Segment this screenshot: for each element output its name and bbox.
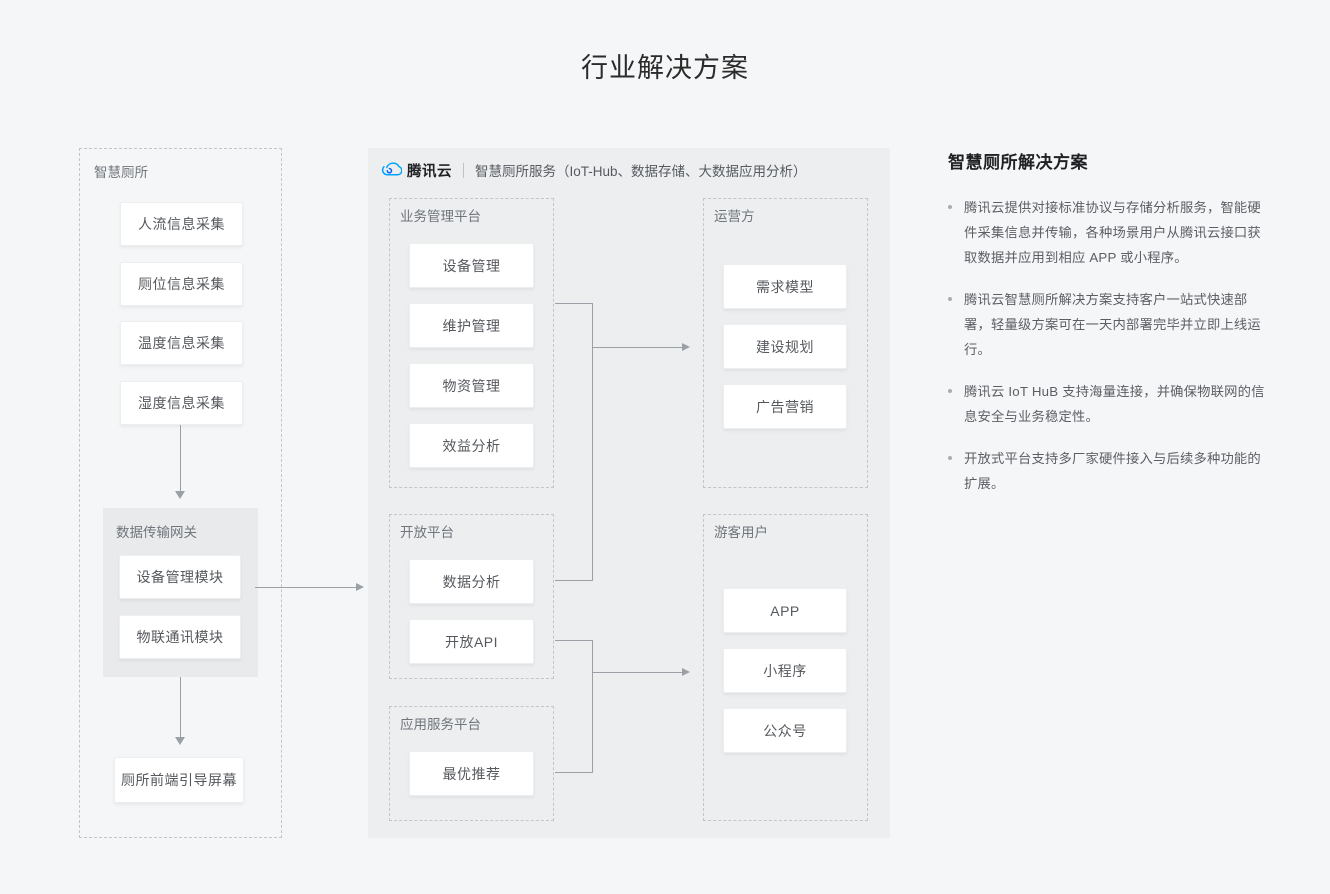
node-official-account[interactable]: 公众号 bbox=[723, 708, 847, 753]
cloud-panel-header: 腾讯云 智慧厕所服务（IoT-Hub、数据存储、大数据应用分析） bbox=[381, 159, 807, 181]
connector-lower-bracket-vertical bbox=[592, 640, 593, 772]
info-bullet-text: 开放式平台支持多厂家硬件接入与后续多种功能的扩展。 bbox=[964, 451, 1261, 491]
gateway-label: 数据传输网关 bbox=[116, 525, 197, 540]
connector-upper-bracket-bottom bbox=[555, 580, 593, 581]
connector-to-operator-line bbox=[592, 347, 684, 348]
gateway-node-device-management[interactable]: 设备管理模块 bbox=[119, 555, 241, 599]
info-bullet-item: 腾讯云智慧厕所解决方案支持客户一站式快速部署，轻量级方案可在一天内部署完毕并立即… bbox=[948, 287, 1268, 362]
connector-sensors-to-gateway-line bbox=[180, 425, 181, 493]
cloud-service-subtitle: 智慧厕所服务（IoT-Hub、数据存储、大数据应用分析） bbox=[475, 164, 807, 179]
group-business-platform bbox=[389, 198, 554, 488]
info-bullet-item: 腾讯云提供对接标准协议与存储分析服务，智能硬件采集信息并传输，各种场景用户从腾讯… bbox=[948, 195, 1268, 270]
node-construction-planning[interactable]: 建设规划 bbox=[723, 324, 847, 369]
node-benefit-analysis[interactable]: 效益分析 bbox=[409, 423, 534, 468]
node-data-analysis[interactable]: 数据分析 bbox=[409, 559, 534, 604]
bullet-dot-icon bbox=[948, 456, 952, 460]
info-bullet-item: 腾讯云 IoT HuB 支持海量连接，并确保物联网的信息安全与业务稳定性。 bbox=[948, 379, 1268, 429]
connector-lower-bracket-top bbox=[555, 640, 593, 641]
tencent-cloud-icon bbox=[381, 161, 402, 175]
info-panel-title: 智慧厕所解决方案 bbox=[948, 153, 1088, 172]
group-business-platform-label: 业务管理平台 bbox=[400, 209, 481, 224]
sensor-node-stall[interactable]: 厕位信息采集 bbox=[120, 262, 243, 306]
node-app[interactable]: APP bbox=[723, 588, 847, 633]
connector-to-visitors-arrow bbox=[682, 668, 690, 676]
group-visitor-users-label: 游客用户 bbox=[714, 525, 768, 540]
group-open-platform-label: 开放平台 bbox=[400, 525, 454, 540]
info-bullet-text: 腾讯云智慧厕所解决方案支持客户一站式快速部署，轻量级方案可在一天内部署完毕并立即… bbox=[964, 292, 1261, 357]
sensor-node-people-flow[interactable]: 人流信息采集 bbox=[120, 202, 243, 246]
bullet-dot-icon bbox=[948, 389, 952, 393]
terminal-node-guide-screen[interactable]: 厕所前端引导屏幕 bbox=[114, 757, 244, 803]
node-maintenance-management[interactable]: 维护管理 bbox=[409, 303, 534, 348]
info-bullet-item: 开放式平台支持多厂家硬件接入与后续多种功能的扩展。 bbox=[948, 446, 1268, 496]
group-operator-label: 运营方 bbox=[714, 209, 755, 224]
connector-gateway-to-terminal-line bbox=[180, 677, 181, 739]
group-app-service-platform-label: 应用服务平台 bbox=[400, 717, 481, 732]
sensor-node-humidity[interactable]: 湿度信息采集 bbox=[120, 381, 243, 425]
connector-gateway-to-cloud-line bbox=[255, 587, 359, 588]
node-mini-program[interactable]: 小程序 bbox=[723, 648, 847, 693]
page-title: 行业解决方案 bbox=[581, 53, 749, 83]
info-bullet-list: 腾讯云提供对接标准协议与存储分析服务，智能硬件采集信息并传输，各种场景用户从腾讯… bbox=[948, 195, 1268, 496]
connector-sensors-to-gateway-arrow bbox=[175, 491, 185, 499]
bullet-dot-icon bbox=[948, 205, 952, 209]
group-open-platform bbox=[389, 514, 554, 679]
connector-gateway-to-terminal-arrow bbox=[175, 737, 185, 745]
group-visitor-users bbox=[703, 514, 868, 821]
connector-gateway-to-cloud-arrow bbox=[356, 583, 364, 591]
node-device-management[interactable]: 设备管理 bbox=[409, 243, 534, 288]
gateway-node-iot-communication[interactable]: 物联通讯模块 bbox=[119, 615, 241, 659]
node-advertising-marketing[interactable]: 广告营销 bbox=[723, 384, 847, 429]
left-zone-label: 智慧厕所 bbox=[94, 165, 148, 180]
connector-lower-bracket-bottom bbox=[555, 772, 593, 773]
connector-upper-bracket-top bbox=[555, 303, 593, 304]
left-zone-container bbox=[79, 148, 282, 838]
info-bullet-text: 腾讯云提供对接标准协议与存储分析服务，智能硬件采集信息并传输，各种场景用户从腾讯… bbox=[964, 200, 1261, 265]
node-demand-model[interactable]: 需求模型 bbox=[723, 264, 847, 309]
node-material-management[interactable]: 物资管理 bbox=[409, 363, 534, 408]
cloud-brand-name: 腾讯云 bbox=[407, 163, 452, 180]
node-open-api[interactable]: 开放API bbox=[409, 619, 534, 664]
sensor-node-temperature[interactable]: 温度信息采集 bbox=[120, 321, 243, 365]
bullet-dot-icon bbox=[948, 297, 952, 301]
node-optimal-recommendation[interactable]: 最优推荐 bbox=[409, 751, 534, 796]
connector-upper-bracket-vertical bbox=[592, 303, 593, 580]
info-panel: 智慧厕所解决方案 腾讯云提供对接标准协议与存储分析服务，智能硬件采集信息并传输，… bbox=[948, 148, 1268, 513]
header-divider bbox=[463, 162, 464, 178]
group-app-service-platform bbox=[389, 706, 554, 821]
connector-to-operator-arrow bbox=[682, 343, 690, 351]
info-bullet-text: 腾讯云 IoT HuB 支持海量连接，并确保物联网的信息安全与业务稳定性。 bbox=[964, 384, 1265, 424]
group-operator bbox=[703, 198, 868, 488]
connector-to-visitors-line bbox=[592, 672, 684, 673]
